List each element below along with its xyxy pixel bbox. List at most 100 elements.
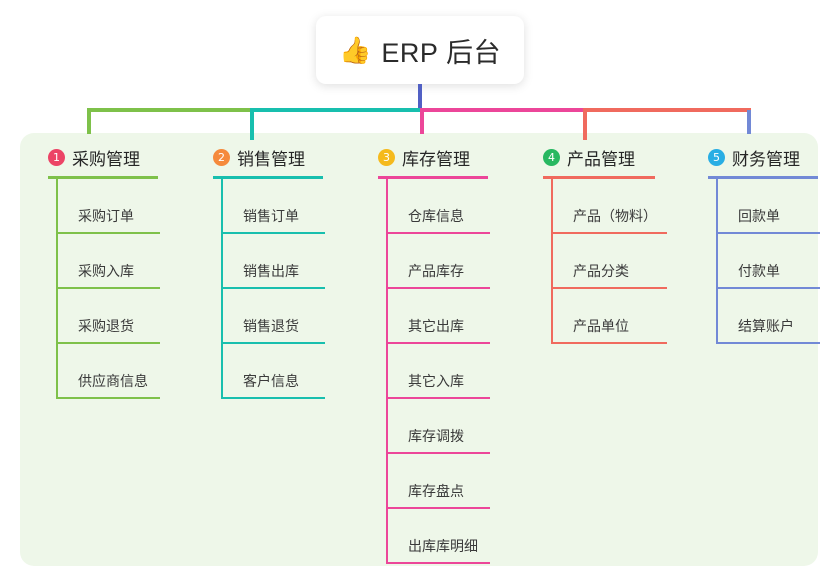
branch-spine <box>221 179 223 399</box>
column-drop-connector <box>87 110 91 134</box>
branch-item-label: 销售退货 <box>243 318 299 334</box>
branch-item-underline <box>56 232 160 234</box>
branch-title: 财务管理 <box>732 149 800 169</box>
branch-item[interactable]: 库存调拨 <box>386 399 490 454</box>
branch-header-underline <box>213 176 323 179</box>
branch-item[interactable]: 销售订单 <box>221 179 325 234</box>
branch-item-label: 库存调拨 <box>408 428 464 444</box>
branch-item-label: 库存盘点 <box>408 483 464 499</box>
branch-number-badge: 3 <box>378 148 395 166</box>
branch-item-underline <box>716 342 820 344</box>
branch-item[interactable]: 其它出库 <box>386 289 490 344</box>
branch-item-label: 客户信息 <box>243 373 299 389</box>
branch-number-badge: 2 <box>213 148 230 166</box>
column-drop-connector <box>420 110 424 134</box>
root-stem-connector <box>418 84 422 110</box>
branch-item-underline <box>386 287 490 289</box>
branch-item-underline <box>551 287 667 289</box>
branch-item[interactable]: 采购订单 <box>56 179 160 234</box>
branch-item-underline <box>386 452 490 454</box>
branch-item-underline <box>221 397 325 399</box>
branch-item-underline <box>551 342 667 344</box>
branches-panel <box>20 133 818 566</box>
branch-items: 仓库信息产品库存其它出库其它入库库存调拨库存盘点出库库明细 <box>386 179 490 564</box>
branch-column-5: 5 财务管理回款单付款单结算账户 <box>700 144 820 344</box>
root-node-card[interactable]: 👍 ERP 后台 <box>316 16 524 84</box>
bus-segment <box>420 108 587 112</box>
branch-spine <box>56 179 58 399</box>
column-drop-connector <box>747 110 751 134</box>
bus-segment <box>250 108 424 112</box>
branch-item[interactable]: 采购退货 <box>56 289 160 344</box>
branch-items: 采购订单采购入库采购退货供应商信息 <box>56 179 160 399</box>
branch-item-label: 回款单 <box>738 208 780 224</box>
branch-spine <box>551 179 553 344</box>
branch-item[interactable]: 销售退货 <box>221 289 325 344</box>
branch-item-underline <box>716 287 820 289</box>
branch-item[interactable]: 结算账户 <box>716 289 820 344</box>
branch-item-underline <box>716 232 820 234</box>
branch-title: 库存管理 <box>402 149 470 169</box>
branch-item-label: 采购订单 <box>78 208 134 224</box>
branch-item-underline <box>56 397 160 399</box>
branch-spine <box>386 179 388 564</box>
branch-item[interactable]: 供应商信息 <box>56 344 160 399</box>
branch-item[interactable]: 库存盘点 <box>386 454 490 509</box>
branch-item-underline <box>386 507 490 509</box>
branch-item-label: 其它入库 <box>408 373 464 389</box>
branch-item-label: 出库库明细 <box>408 538 478 554</box>
bus-segment <box>87 108 254 112</box>
branch-item-underline <box>221 342 325 344</box>
branch-item[interactable]: 出库库明细 <box>386 509 490 564</box>
branch-item[interactable]: 客户信息 <box>221 344 325 399</box>
thumbs-up-icon: 👍 <box>339 35 372 65</box>
branch-item-label: 其它出库 <box>408 318 464 334</box>
branch-item-underline <box>56 342 160 344</box>
branch-header-underline <box>48 176 158 179</box>
branch-header-underline <box>543 176 655 179</box>
branch-item-underline <box>221 287 325 289</box>
branch-item-label: 产品库存 <box>408 263 464 279</box>
branch-item-label: 仓库信息 <box>408 208 464 224</box>
branch-item-label: 付款单 <box>738 263 780 279</box>
column-drop-connector <box>250 110 254 140</box>
branch-header-5[interactable]: 5 财务管理 <box>700 144 818 170</box>
branch-item-label: 结算账户 <box>738 318 794 334</box>
branch-item-label: 采购入库 <box>78 263 134 279</box>
branch-item-label: 销售订单 <box>243 208 299 224</box>
branch-item[interactable]: 产品库存 <box>386 234 490 289</box>
branch-header-underline <box>708 176 818 179</box>
branch-spine <box>716 179 718 344</box>
branch-item-underline <box>386 342 490 344</box>
branch-column-3: 3 库存管理仓库信息产品库存其它出库其它入库库存调拨库存盘点出库库明细 <box>370 144 490 564</box>
branch-item[interactable]: 回款单 <box>716 179 820 234</box>
branch-item[interactable]: 采购入库 <box>56 234 160 289</box>
branch-item[interactable]: 产品（物料） <box>551 179 667 234</box>
branch-header-3[interactable]: 3 库存管理 <box>370 144 488 170</box>
branch-item-label: 采购退货 <box>78 318 134 334</box>
branch-number-badge: 4 <box>543 148 560 166</box>
branch-items: 销售订单销售出库销售退货客户信息 <box>221 179 325 399</box>
branch-item[interactable]: 销售出库 <box>221 234 325 289</box>
branch-item[interactable]: 其它入库 <box>386 344 490 399</box>
root-node-title: ERP 后台 <box>381 37 501 68</box>
branch-items: 产品（物料） 产品分类产品单位 <box>551 179 667 344</box>
branch-item-underline <box>551 232 667 234</box>
branch-item[interactable]: 产品分类 <box>551 234 667 289</box>
branch-number-badge: 5 <box>708 148 725 166</box>
branch-item-label: 供应商信息 <box>78 373 148 389</box>
branch-item-underline <box>386 232 490 234</box>
branch-item[interactable]: 付款单 <box>716 234 820 289</box>
branch-items: 回款单付款单结算账户 <box>716 179 820 344</box>
branch-item[interactable]: 仓库信息 <box>386 179 490 234</box>
branch-title: 采购管理 <box>72 149 140 169</box>
branch-item-label: 产品分类 <box>573 263 629 279</box>
branch-item[interactable]: 产品单位 <box>551 289 667 344</box>
branch-item-label: 产品单位 <box>573 318 629 334</box>
